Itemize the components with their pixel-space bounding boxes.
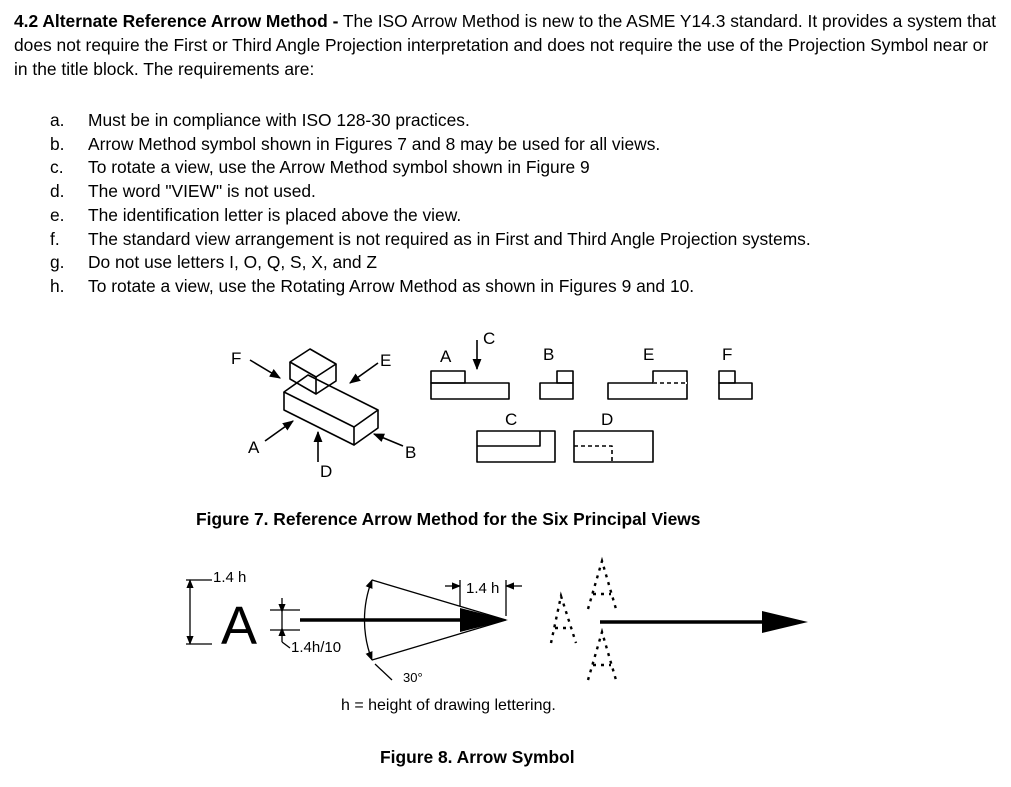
arrow-label-a: A: [248, 438, 260, 457]
list-item: b. Arrow Method symbol shown in Figures 7…: [50, 133, 811, 157]
list-text: To rotate a view, use the Arrow Method s…: [88, 157, 590, 178]
head-length-label: 1.4 h: [466, 580, 499, 597]
arrow-label-b: B: [405, 443, 416, 462]
view-label-d: D: [601, 410, 613, 429]
arrow-label-c: C: [483, 329, 495, 348]
list-text: Do not use letters I, O, Q, S, X, and Z: [88, 252, 378, 273]
arrow-label-e: E: [380, 351, 391, 370]
view-label-c: C: [505, 410, 517, 429]
arrow-b: [372, 433, 404, 447]
rotating-arrow-head: [762, 611, 808, 633]
symbol-letter: A: [221, 596, 257, 656]
letter-height-label: 1.4 h: [213, 569, 246, 586]
view-label-e: E: [643, 345, 654, 364]
list-marker: c.: [50, 157, 64, 178]
list-marker: e.: [50, 204, 65, 225]
arrow-f: [249, 359, 281, 379]
list-item: g. Do not use letters I, O, Q, S, X, and …: [50, 251, 811, 275]
arrow-e: [349, 362, 379, 384]
figure-8-caption: Figure 8. Arrow Symbol: [380, 747, 575, 767]
view-f: [718, 370, 753, 400]
lettering-note: h = height of drawing lettering.: [341, 697, 556, 714]
section-title: 4.2 Alternate Reference Arrow Method -: [14, 11, 339, 31]
arrow-label-f: F: [231, 349, 241, 368]
list-item: h. To rotate a view, use the Rotating Arr…: [50, 275, 811, 299]
view-b: [539, 370, 574, 400]
view-label-b: B: [543, 345, 554, 364]
gap-label: 1.4h/10: [291, 639, 341, 656]
list-text: To rotate a view, use the Rotating Arrow…: [88, 275, 695, 296]
list-marker: d.: [50, 181, 65, 202]
view-e: [607, 370, 688, 400]
list-marker: f.: [50, 228, 60, 249]
list-text: The identification letter is placed abov…: [88, 204, 462, 225]
list-item: c. To rotate a view, use the Arrow Method…: [50, 156, 811, 180]
symbol-arrow-head: [460, 608, 508, 632]
view-d: [573, 430, 654, 463]
section-paragraph: 4.2 Alternate Reference Arrow Method - T…: [14, 9, 999, 81]
view-a: [430, 370, 510, 400]
angle-label: 30°: [403, 670, 423, 685]
list-text: The word "VIEW" is not used.: [88, 181, 316, 202]
arrow-a: [264, 420, 294, 442]
list-marker: a.: [50, 110, 65, 130]
isometric-part: [283, 348, 379, 446]
list-text: The standard view arrangement is not req…: [88, 228, 811, 249]
view-label-a: A: [440, 347, 452, 366]
list-text: Must be in compliance with ISO 128-30 pr…: [88, 110, 470, 130]
list-item: a. Must be in compliance with ISO 128-30 …: [50, 109, 811, 133]
list-text: Arrow Method symbol shown in Figures 7 a…: [88, 133, 661, 154]
arrow-label-d: D: [320, 462, 332, 481]
requirements-list: a. Must be in compliance with ISO 128-30 …: [50, 109, 811, 299]
list-item: d. The word "VIEW" is not used.: [50, 180, 811, 204]
figure-7-caption: Figure 7. Reference Arrow Method for the…: [196, 509, 701, 529]
list-item: f. The standard view arrangement is not r…: [50, 228, 811, 252]
section-body: The ISO Arrow Method is new to the ASME …: [14, 11, 997, 79]
list-marker: b.: [50, 133, 65, 154]
list-marker: g.: [50, 252, 65, 273]
view-c: [476, 430, 556, 463]
view-label-f: F: [722, 345, 732, 364]
list-marker: h.: [50, 275, 65, 296]
list-item: e. The identification letter is placed ab…: [50, 204, 811, 228]
figure-8-drawing: [186, 556, 808, 681]
dashed-letter-a-icon: [549, 556, 618, 681]
